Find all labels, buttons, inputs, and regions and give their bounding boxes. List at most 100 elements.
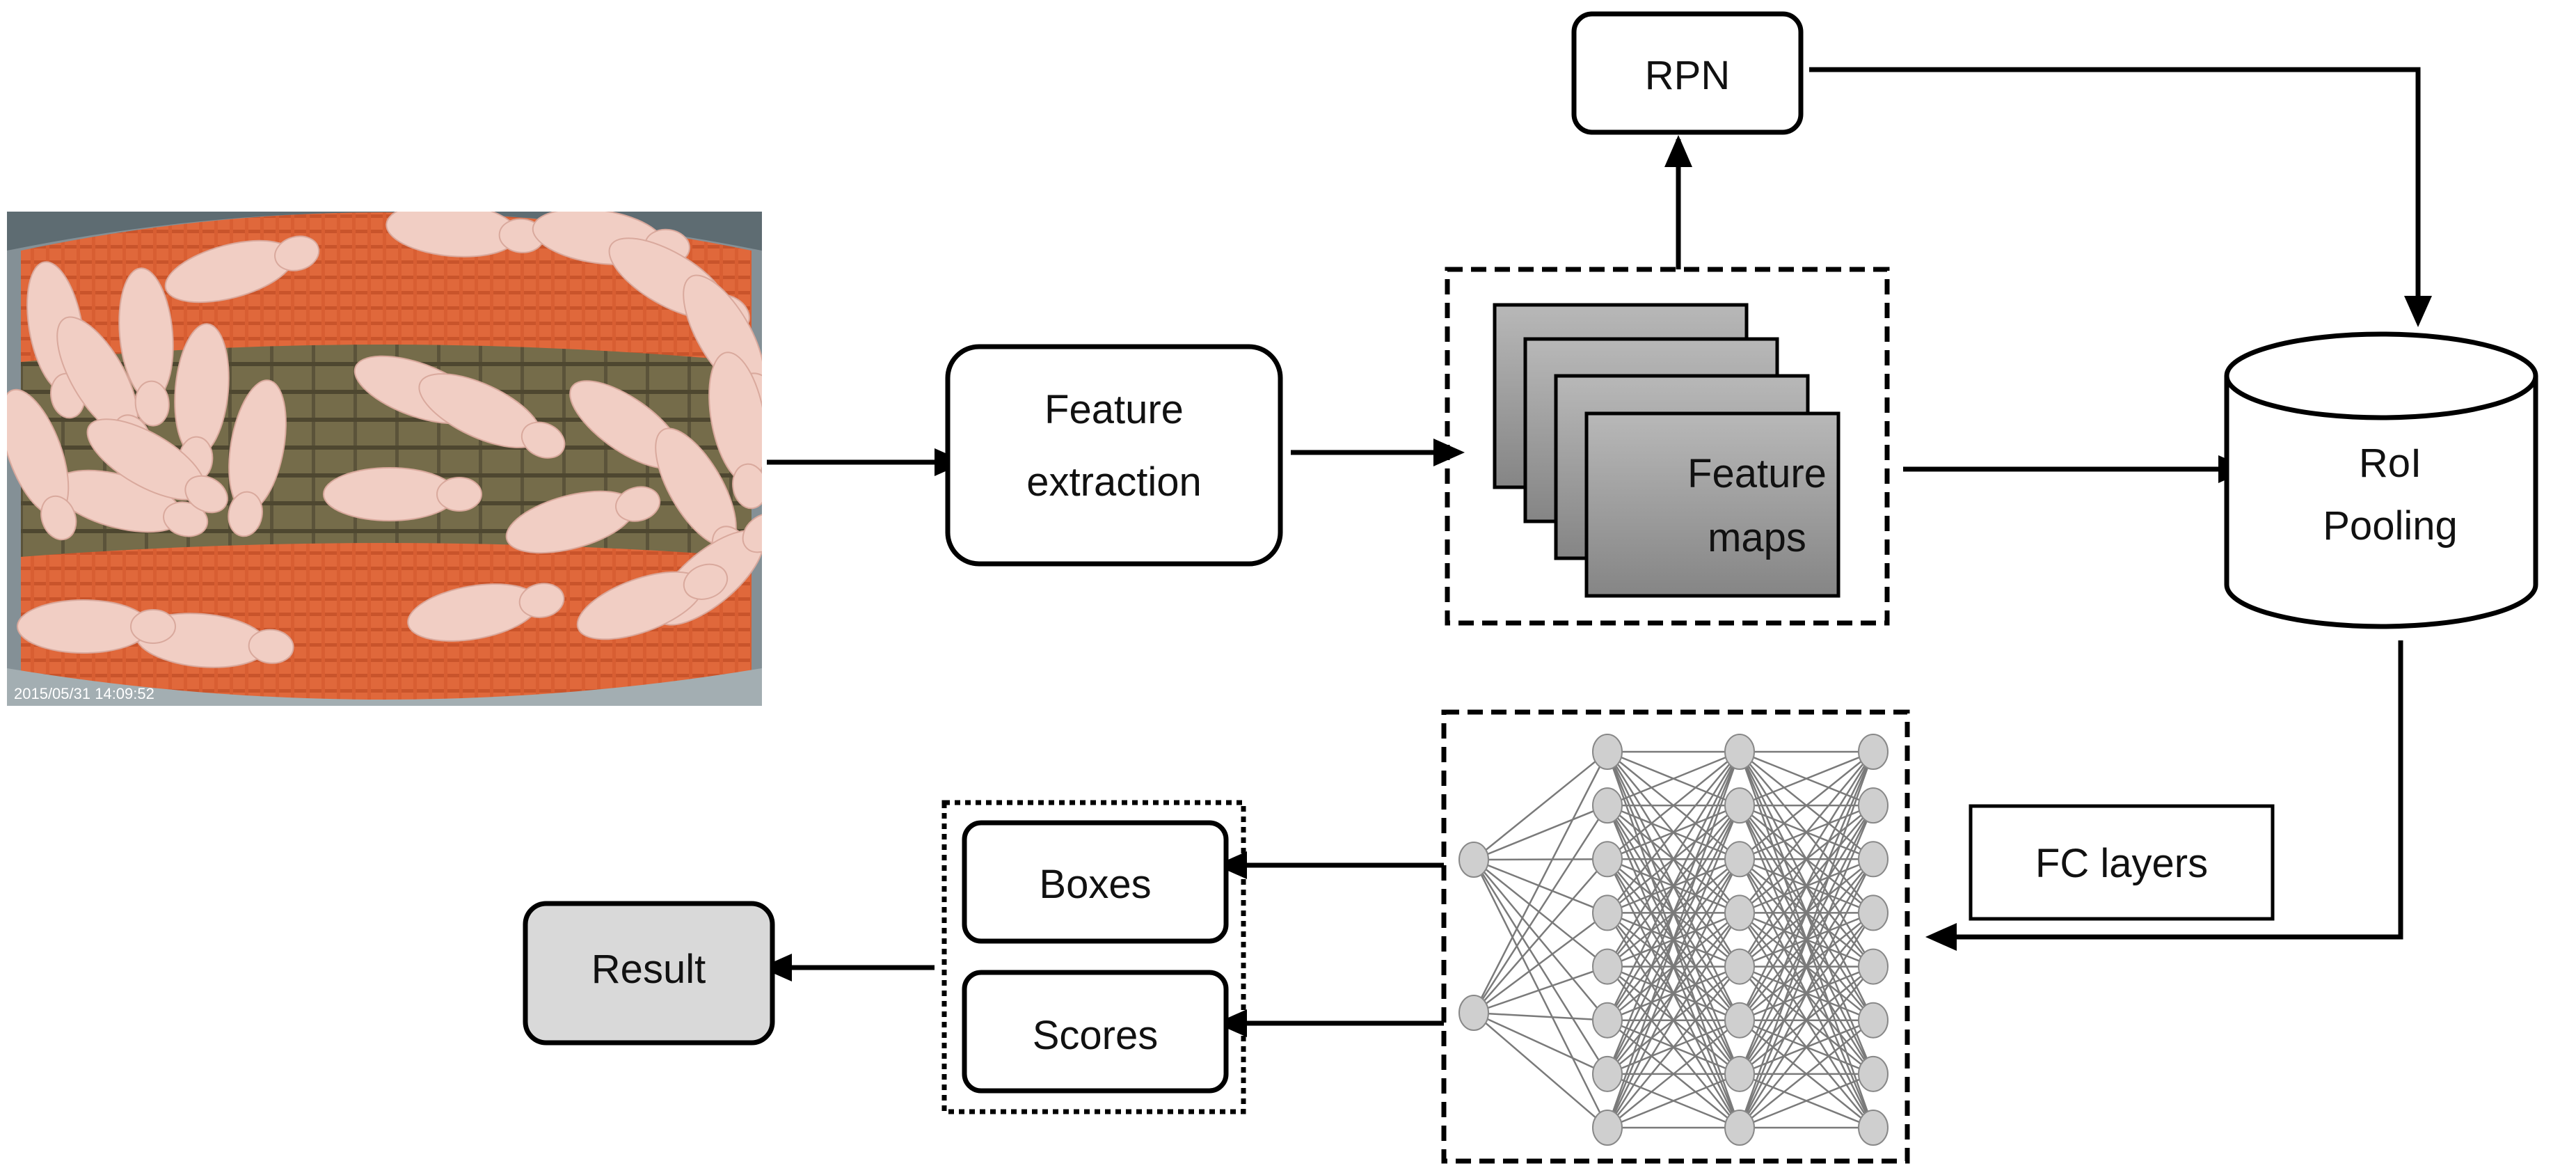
nn-neuron: [1592, 894, 1623, 931]
nn-neuron: [1592, 948, 1623, 985]
result-node: Result: [523, 901, 775, 1046]
pig: [505, 486, 661, 554]
neural-network-diagram: [1441, 709, 1910, 1164]
nn-neuron: [1724, 1055, 1755, 1092]
nn-connection: [1739, 751, 1874, 860]
nn-connection: [1606, 751, 1741, 1075]
nn-connection: [1738, 912, 1875, 1128]
fc-layers-node: FC layers: [1969, 804, 2275, 921]
nn-connection: [1738, 751, 1875, 1128]
nn-connection: [1738, 751, 1875, 968]
nn-connection: [1473, 1011, 1608, 1075]
arrowhead-icon: [1216, 851, 1247, 879]
pig: [385, 212, 545, 258]
fc-layers-label: FC layers: [2035, 841, 2208, 886]
feature-extraction-line1: Feature: [1044, 387, 1184, 432]
nn-connection: [1738, 751, 1875, 1021]
nn-connection: [1473, 912, 1608, 1014]
nn-connection: [1473, 751, 1608, 860]
nn-connection: [1472, 859, 1609, 1128]
nn-connection: [1473, 965, 1608, 1014]
pig: [418, 373, 566, 459]
nn-connection: [1606, 912, 1741, 1128]
result-label: Result: [591, 947, 706, 992]
nn-neuron: [1858, 787, 1889, 824]
scores-label: Scores: [1033, 1013, 1159, 1058]
nn-neuron: [1724, 787, 1755, 824]
arrowhead-icon: [2404, 296, 2432, 327]
roi-pooling-node: RoI Pooling: [2224, 331, 2538, 629]
pig: [323, 467, 482, 521]
pig: [708, 352, 762, 510]
nn-neuron: [1724, 734, 1755, 770]
nn-connection: [1607, 750, 1740, 807]
nn-neuron: [1592, 787, 1623, 824]
nn-connection: [1606, 751, 1741, 968]
rpn-node: RPN: [1571, 11, 1804, 135]
feature-extraction-line2: extraction: [1026, 459, 1201, 505]
boxes-label: Boxes: [1039, 862, 1151, 907]
roi-pooling-line1: RoI: [2359, 441, 2422, 486]
nn-neuron: [1858, 1055, 1889, 1092]
nn-connection: [1473, 858, 1608, 861]
nn-neuron: [1858, 1002, 1889, 1039]
rpn-label: RPN: [1645, 53, 1730, 98]
nn-neuron: [1592, 841, 1623, 878]
arrowhead-icon: [761, 954, 792, 981]
arrowhead-icon: [1216, 1009, 1247, 1037]
nn-neuron: [1458, 842, 1489, 878]
nn-connection: [1472, 805, 1609, 1014]
arrow-rpn-to-roi: [1809, 67, 2421, 311]
nn-neuron: [1458, 995, 1489, 1031]
nn-connection: [1739, 750, 1874, 807]
nn-neuron: [1858, 734, 1889, 770]
pig-group: [7, 212, 762, 668]
nn-neuron: [1724, 894, 1755, 931]
roi-pooling-line2: Pooling: [2323, 503, 2457, 549]
nn-connection: [1739, 1019, 1874, 1128]
nn-connection: [1473, 1011, 1608, 1021]
nn-connection: [1738, 858, 1875, 1128]
nn-neuron: [1858, 948, 1889, 985]
nn-connection: [1473, 858, 1608, 914]
nn-connection: [1473, 1012, 1608, 1128]
nn-neuron: [1858, 841, 1889, 878]
arrowhead-icon: [1925, 923, 1957, 951]
feature-maps-line2: maps: [1708, 515, 1806, 560]
input-pig-pen-photo: 2015/05/31 14:09:52: [7, 212, 762, 706]
pig: [407, 583, 565, 642]
nn-neuron: [1592, 1110, 1623, 1146]
nn-neuron: [1724, 1002, 1755, 1039]
nn-neuron: [1724, 948, 1755, 985]
nn-connection: [1607, 965, 1740, 1128]
nn-connections: [1472, 750, 1875, 1129]
nn-neuron: [1724, 1110, 1755, 1146]
nn-connection: [1472, 859, 1609, 1075]
feature-extraction-node: Feature extraction: [945, 344, 1283, 567]
nn-connection: [1738, 751, 1875, 1075]
feature-maps-node: Feature maps: [1445, 267, 1890, 626]
feature-maps-line1: Feature: [1687, 451, 1827, 496]
boxes-node: Boxes: [962, 820, 1229, 944]
nn-neuron: [1858, 894, 1889, 931]
pig: [17, 599, 176, 654]
nn-connection: [1606, 805, 1741, 1128]
nn-neuron: [1592, 1002, 1623, 1039]
nn-neuron: [1592, 1055, 1623, 1092]
nn-connection: [1739, 751, 1874, 914]
nn-connection: [1607, 1019, 1740, 1128]
nn-neuron: [1724, 841, 1755, 878]
pig: [118, 267, 174, 427]
pig: [576, 563, 729, 640]
nn-neurons: [1458, 734, 1889, 1146]
nn-connection: [1472, 751, 1609, 1014]
pig: [164, 235, 320, 303]
nn-connection: [1473, 858, 1608, 1014]
outputs-group: Boxes Scores: [941, 800, 1246, 1114]
pig: [7, 388, 77, 541]
nn-connection: [1739, 965, 1874, 1128]
nn-connection: [1607, 1073, 1740, 1129]
arrow-roi-to-fc: [1955, 640, 2403, 940]
nn-connection: [1606, 751, 1741, 1021]
nn-neuron: [1592, 734, 1623, 770]
